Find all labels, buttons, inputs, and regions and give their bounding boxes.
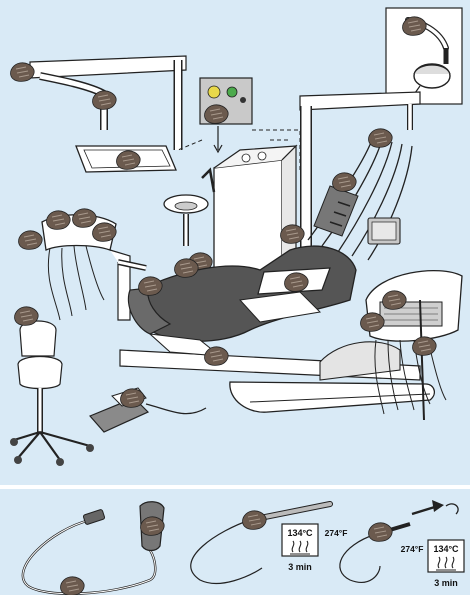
light-handle-inset xyxy=(386,8,462,104)
assistant-element xyxy=(19,209,146,320)
temp-fahrenheit-label: 274°F xyxy=(325,528,348,538)
temp-celsius-label: 134°C xyxy=(287,528,313,538)
handpiece-cable xyxy=(23,502,164,595)
glove-icon xyxy=(19,231,43,250)
sterilization-box-right: 134°C 3 min 274°F xyxy=(401,540,464,588)
glove-icon xyxy=(205,347,229,366)
temp-celsius-label: 134°C xyxy=(433,544,459,554)
duration-label: 3 min xyxy=(434,578,458,588)
glove-icon xyxy=(93,91,117,110)
glove-icon xyxy=(73,209,97,228)
glove-icon xyxy=(47,211,71,230)
glove-icon xyxy=(413,337,437,356)
glove-icon xyxy=(281,225,305,244)
glove-icon xyxy=(139,277,163,296)
temp-fahrenheit-label: 274°F xyxy=(401,544,424,554)
glove-icon xyxy=(243,511,267,530)
glove-icon xyxy=(117,151,141,170)
glove-icon xyxy=(175,259,199,278)
glove-icon xyxy=(369,523,393,542)
glove-icon xyxy=(285,273,309,292)
duration-label: 3 min xyxy=(288,562,312,572)
glove-icon xyxy=(205,105,229,124)
glove-icon xyxy=(121,389,145,408)
stool xyxy=(10,307,94,466)
glove-icon xyxy=(11,63,35,82)
glove-icon xyxy=(93,223,117,242)
glove-icon xyxy=(61,577,85,595)
foot-control xyxy=(90,388,206,432)
glove-icon xyxy=(403,17,427,36)
sterilization-box-left: 134°C 3 min 274°F xyxy=(282,524,347,572)
glove-icon xyxy=(361,313,385,332)
glove-icon xyxy=(141,517,165,536)
glove-icon xyxy=(333,173,357,192)
glove-icon xyxy=(383,291,407,310)
monitor-arm xyxy=(11,56,186,172)
glove-icon xyxy=(15,307,39,326)
glove-icon xyxy=(369,129,393,148)
